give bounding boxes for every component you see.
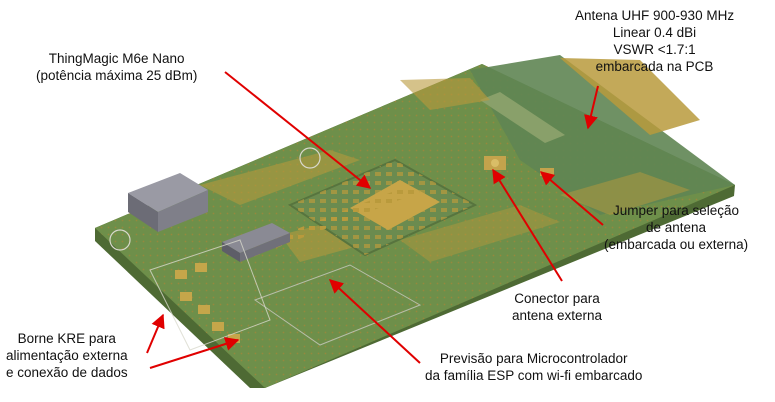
antenna-trace xyxy=(480,92,565,143)
callout-module: ThingMagic M6e Nano (potência máxima 25 … xyxy=(36,50,197,84)
mounting-hole xyxy=(109,229,131,251)
callout-antenna-line-4: embarcada na PCB xyxy=(595,59,714,74)
callout-antenna-line-3: VSWR <1.7:1 xyxy=(613,42,696,57)
inductor-block xyxy=(128,173,208,232)
callout-module-line-1: ThingMagic M6e Nano xyxy=(48,51,185,66)
callout-mcu: Previsão para Microcontrolador da famíli… xyxy=(425,350,642,384)
callout-mcu-line-1: Previsão para Microcontrolador xyxy=(439,351,628,366)
callout-antenna-line-1: Antena UHF 900-930 MHz xyxy=(575,8,735,23)
callout-jumper: Jumper para seleção de antena (embarcada… xyxy=(604,202,748,253)
callout-connector-line-1: Conector para xyxy=(514,291,600,306)
callout-jumper-line-1: Jumper para seleção xyxy=(613,203,740,218)
antenna-ground-area xyxy=(470,55,735,215)
callout-jumper-line-3: (embarcada ou externa) xyxy=(604,237,749,252)
ic-component xyxy=(222,223,290,262)
callout-antenna-line-2: Linear 0.4 dBi xyxy=(612,25,697,40)
callout-mcu-line-2: da família ESP com wi-fi embarcado xyxy=(425,368,643,383)
callout-antenna: Antena UHF 900-930 MHz Linear 0.4 dBi VS… xyxy=(575,7,734,75)
callout-terminal-line-1: Borne KRE para xyxy=(17,331,116,346)
callout-arrows xyxy=(146,71,604,369)
callout-connector-line-2: antena externa xyxy=(512,308,603,323)
callout-terminal-line-2: alimentação externa xyxy=(6,348,128,363)
callout-module-line-2: (potência máxima 25 dBm) xyxy=(36,68,198,83)
mcu-footprint xyxy=(253,264,422,346)
callout-terminal-line-3: e conexão de dados xyxy=(6,365,128,380)
mounting-hole xyxy=(299,147,321,169)
callout-terminal: Borne KRE para alimentação externa e con… xyxy=(6,330,128,381)
callout-jumper-line-2: de antena xyxy=(646,220,707,235)
callout-connector: Conector para antena externa xyxy=(512,290,602,324)
sma-connector xyxy=(484,156,506,170)
